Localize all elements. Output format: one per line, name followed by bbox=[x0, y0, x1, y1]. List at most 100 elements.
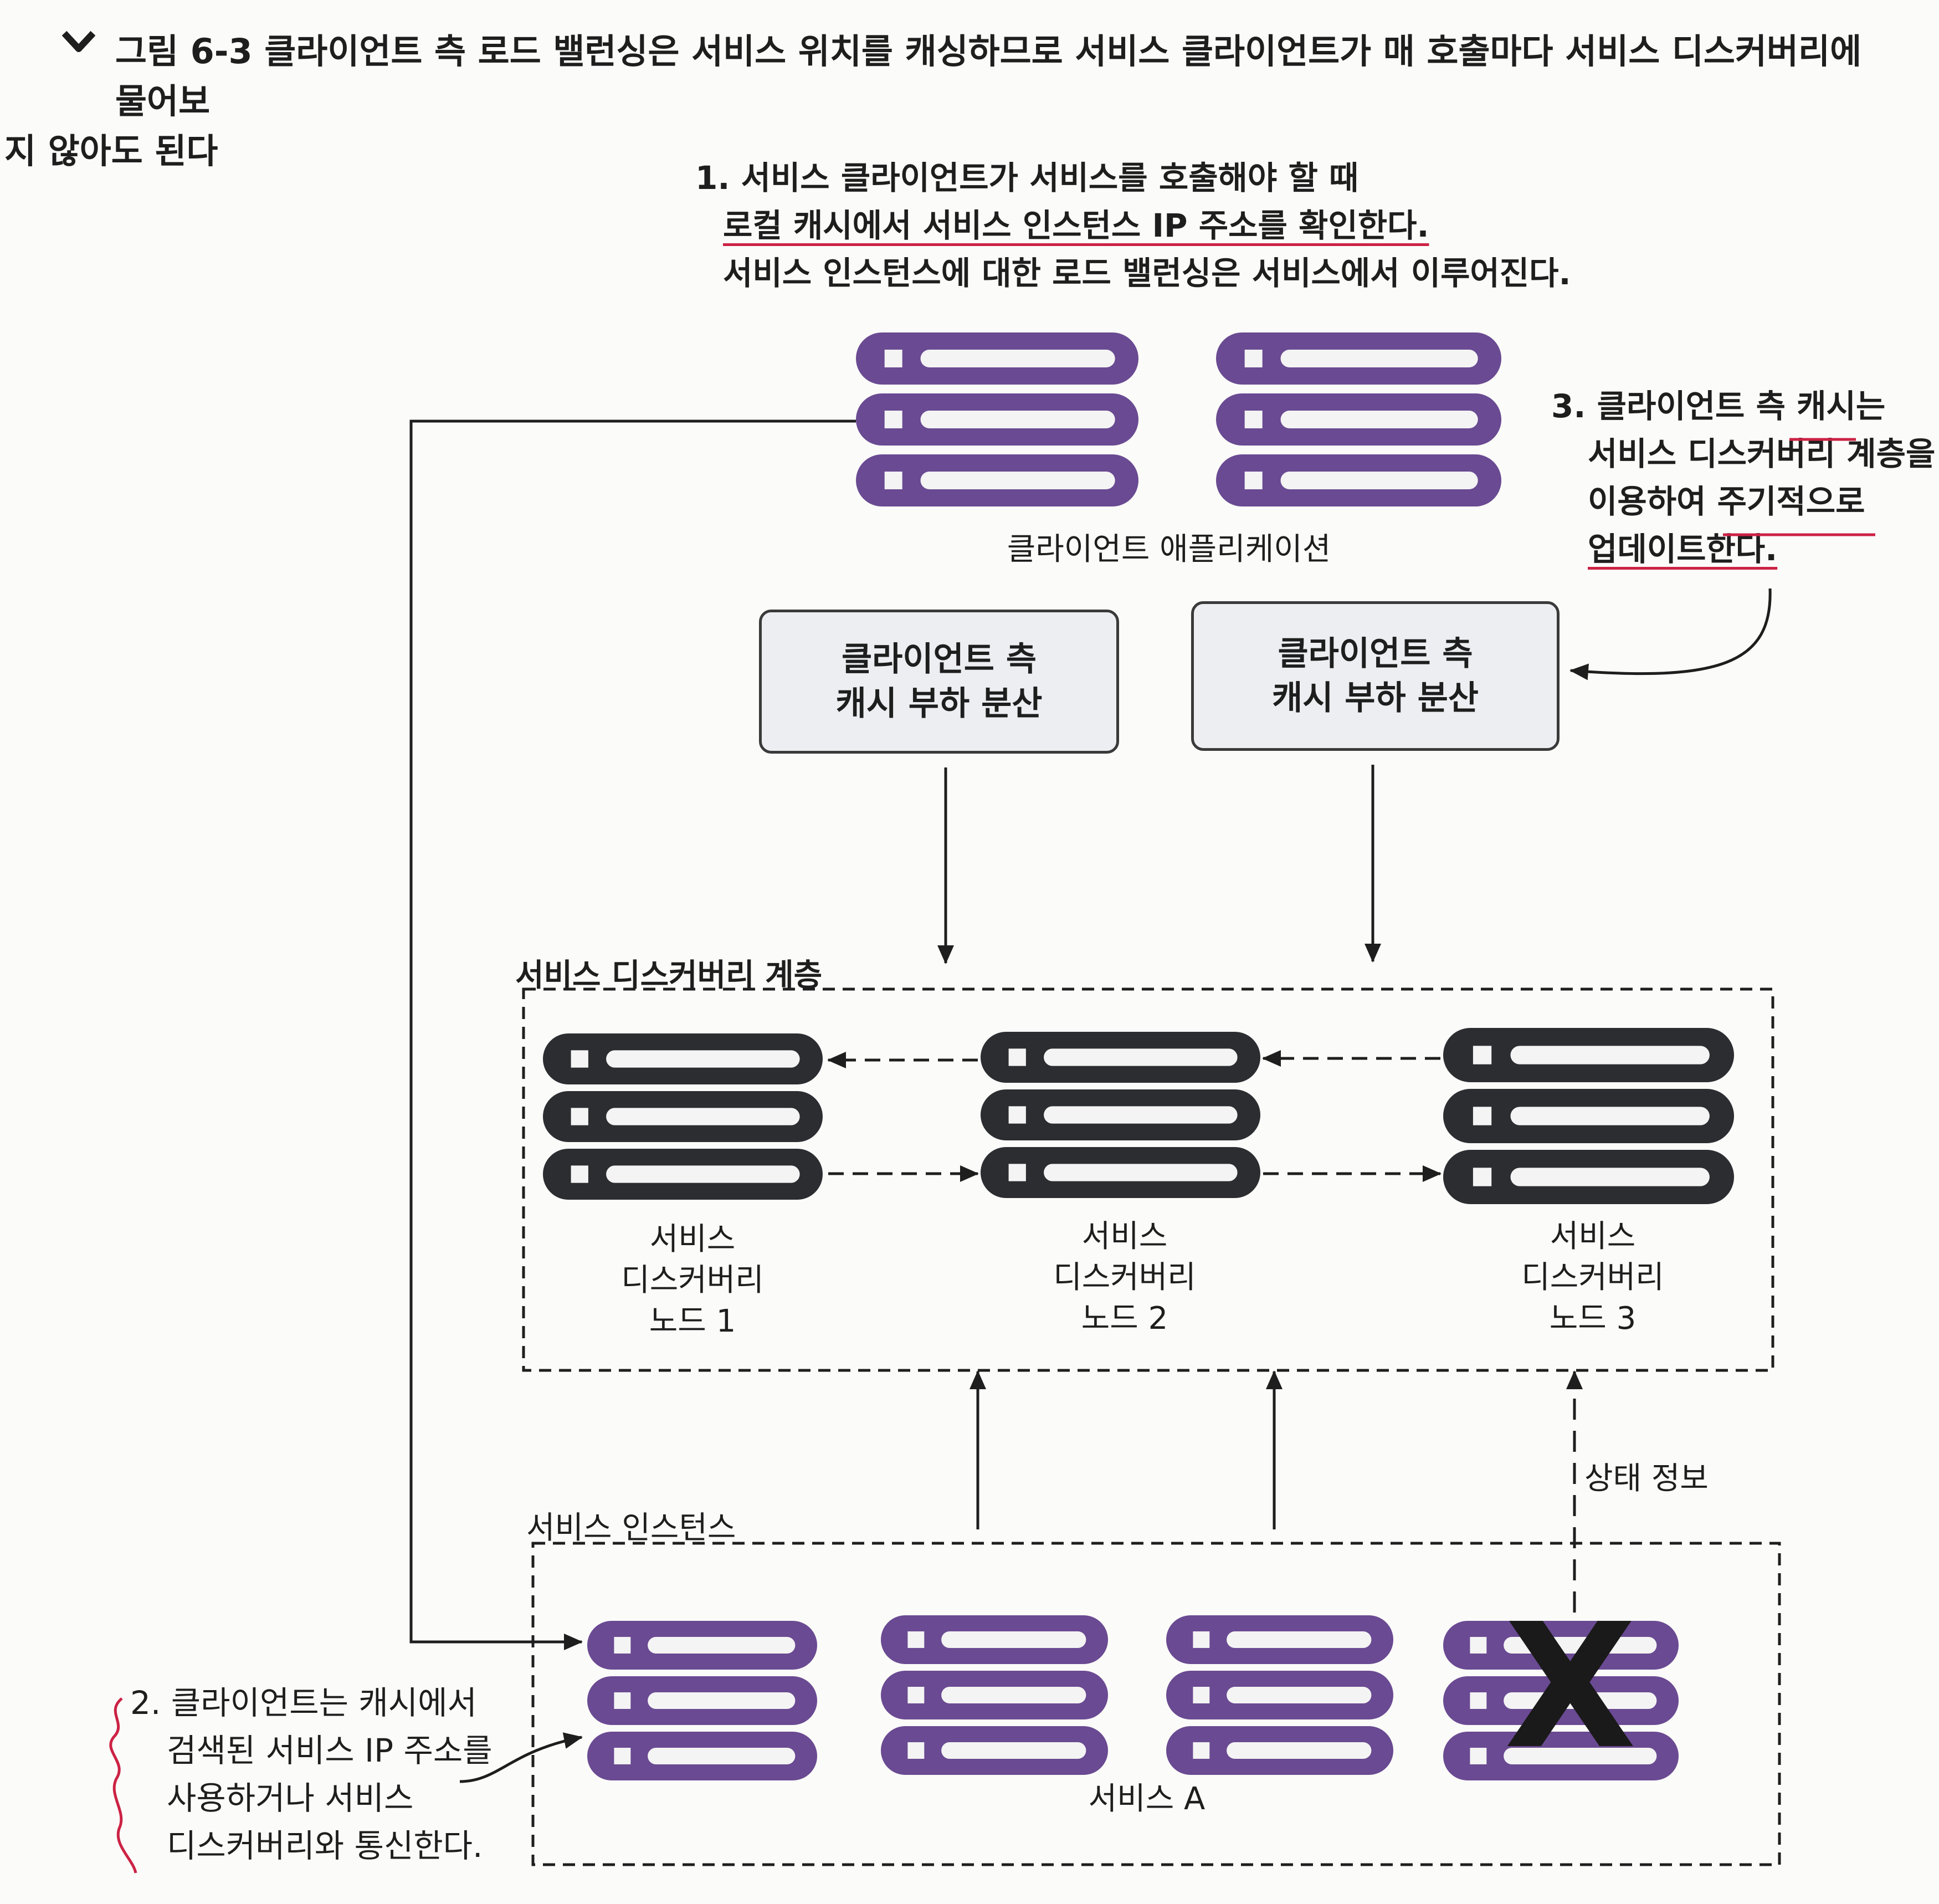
discovery-node-2-line1: 서비스 bbox=[1081, 1219, 1168, 1255]
server-led bbox=[1473, 1046, 1492, 1064]
server-led bbox=[1008, 1106, 1026, 1124]
service-instance-3 bbox=[1166, 1615, 1393, 1775]
server-slot bbox=[1504, 1748, 1657, 1764]
server-slot bbox=[1510, 1107, 1710, 1125]
server-led bbox=[1244, 350, 1263, 367]
discovery-node-2-line2: 디스커버리 bbox=[1053, 1260, 1196, 1296]
client-app-label: 클라이언트 애플리케이션 bbox=[1007, 531, 1331, 567]
discovery-node-3-label: 서비스 디스커버리 노드 3 bbox=[1476, 1216, 1709, 1339]
server-slot bbox=[1227, 1742, 1372, 1759]
callout-step3-line1: 3. 클라이언트 측 캐시는 bbox=[1551, 387, 1886, 425]
server-slot bbox=[1280, 472, 1478, 489]
server-led bbox=[884, 350, 902, 367]
server-slot bbox=[941, 1687, 1086, 1703]
discovery-node-1-line3: 노드 1 bbox=[649, 1303, 736, 1339]
cache-box-1-line2: 캐시 부하 분산 bbox=[835, 684, 1043, 723]
cache-box-2: 클라이언트 측 캐시 부하 분산 bbox=[1191, 601, 1560, 751]
discovery-node-1-line1: 서비스 bbox=[649, 1221, 736, 1257]
server-slot bbox=[648, 1748, 796, 1764]
client-app-server-1 bbox=[856, 332, 1138, 506]
cache-box-1-line1: 클라이언트 측 bbox=[841, 640, 1037, 679]
server-slot bbox=[1280, 411, 1478, 428]
status-info-label: 상태 정보 bbox=[1584, 1461, 1709, 1497]
server-led bbox=[1473, 1168, 1492, 1186]
server-slot bbox=[1510, 1168, 1710, 1186]
server-led bbox=[1244, 411, 1263, 428]
server-led bbox=[907, 1687, 925, 1703]
callout-step2-line3: 사용하거나 서비스 bbox=[167, 1779, 414, 1817]
discovery-node-1-line2: 디스커버리 bbox=[621, 1262, 764, 1298]
callout-step3-line4: 업데이트한다. bbox=[1588, 530, 1778, 568]
discovery-node-2-label: 서비스 디스커버리 노드 2 bbox=[1008, 1216, 1241, 1339]
figure-title-line2: 지 않아도 된다 bbox=[4, 131, 218, 171]
client-to-instance-connector bbox=[409, 419, 856, 1650]
service-a-label: 서비스 A bbox=[1088, 1781, 1206, 1817]
red-brace-annotation bbox=[109, 1697, 137, 1874]
server-led bbox=[1473, 1107, 1492, 1125]
server-led bbox=[614, 1637, 631, 1654]
server-slot bbox=[606, 1165, 800, 1183]
callout-step2-line2: 검색된 서비스 IP 주소를 bbox=[167, 1732, 493, 1769]
server-led bbox=[1193, 1742, 1210, 1759]
server-led bbox=[1470, 1748, 1487, 1764]
discovery-node-1-server bbox=[543, 1033, 823, 1200]
cache-box-1: 클라이언트 측 캐시 부하 분산 bbox=[759, 610, 1119, 754]
server-led bbox=[614, 1692, 631, 1709]
callout-step3: 3. 클라이언트 측 캐시는 서비스 디스커버리 계층을 이용하여 주기적으로 … bbox=[1551, 382, 1935, 573]
server-led bbox=[571, 1108, 588, 1125]
callout-step3-line3: 이용하여 주기적으로 bbox=[1588, 483, 1865, 520]
service-instance-1 bbox=[587, 1621, 817, 1780]
server-led bbox=[1244, 472, 1263, 489]
discovery-node-2-server bbox=[981, 1032, 1260, 1198]
figure-title-line1: 그림 6-3 클라이언트 측 로드 밸런싱은 서비스 위치를 캐싱하므로 서비스… bbox=[115, 31, 1862, 121]
server-led bbox=[571, 1050, 588, 1068]
server-slot bbox=[920, 411, 1115, 428]
server-slot bbox=[1510, 1046, 1710, 1064]
server-slot bbox=[1044, 1164, 1238, 1181]
server-led bbox=[1008, 1164, 1026, 1181]
server-led bbox=[614, 1748, 631, 1764]
server-slot bbox=[606, 1050, 800, 1068]
callout-step2: 2. 클라이언트는 캐시에서 검색된 서비스 IP 주소를 사용하거나 서비스 … bbox=[130, 1679, 493, 1870]
callout-step2-line4: 디스커버리와 통신한다. bbox=[167, 1827, 483, 1865]
server-led bbox=[571, 1165, 588, 1183]
server-slot bbox=[1280, 350, 1478, 367]
callout-step1-line3: 서비스 인스턴스에 대한 로드 밸런싱은 서비스에서 이루어진다. bbox=[723, 254, 1571, 292]
discovery-node-3-line1: 서비스 bbox=[1550, 1219, 1636, 1255]
server-slot bbox=[920, 472, 1115, 489]
discovery-layer-box bbox=[522, 987, 1774, 1372]
callout-step2-pointer bbox=[459, 1732, 583, 1783]
server-slot bbox=[648, 1637, 796, 1654]
server-led bbox=[907, 1742, 925, 1759]
server-slot bbox=[1044, 1106, 1238, 1124]
discovery-layer-label: 서비스 디스커버리 계층 bbox=[515, 958, 823, 994]
server-slot bbox=[648, 1692, 796, 1709]
server-slot bbox=[1227, 1687, 1372, 1703]
server-led bbox=[1470, 1637, 1487, 1654]
server-led bbox=[884, 472, 902, 489]
server-slot bbox=[1044, 1048, 1238, 1066]
service-instance-4-failed bbox=[1443, 1621, 1679, 1780]
server-slot bbox=[1504, 1692, 1657, 1709]
callout-step1: 1. 서비스 클라이언트가 서비스를 호출해야 할 때 로컬 캐시에서 서비스 … bbox=[695, 154, 1571, 297]
cache-box-2-line2: 캐시 부하 분산 bbox=[1272, 679, 1479, 718]
callout-step1-line1: 1. 서비스 클라이언트가 서비스를 호출해야 할 때 bbox=[695, 159, 1359, 197]
server-slot bbox=[1504, 1637, 1657, 1654]
server-led bbox=[884, 411, 902, 428]
server-slot bbox=[920, 350, 1115, 367]
server-slot bbox=[941, 1631, 1086, 1648]
instances-layer-box bbox=[531, 1542, 1781, 1866]
callout-step3-line2: 서비스 디스커버리 계층을 bbox=[1588, 435, 1936, 473]
server-slot bbox=[606, 1108, 800, 1125]
discovery-node-1-label: 서비스 디스커버리 노드 1 bbox=[576, 1219, 809, 1342]
callout-step3-pointer bbox=[1569, 588, 1772, 680]
callout-step1-line2: 로컬 캐시에서 서비스 인스턴스 IP 주소를 확인한다. bbox=[723, 207, 1429, 244]
discovery-node-2-line3: 노드 2 bbox=[1081, 1301, 1168, 1337]
server-led bbox=[1193, 1687, 1210, 1703]
failed-instance-mark: X bbox=[1504, 1587, 1637, 1787]
server-slot bbox=[1227, 1631, 1372, 1648]
callout-step2-line1: 2. 클라이언트는 캐시에서 bbox=[130, 1684, 477, 1722]
client-app-server-2 bbox=[1216, 332, 1501, 506]
instances-layer-label: 서비스 인스턴스 bbox=[526, 1510, 736, 1546]
